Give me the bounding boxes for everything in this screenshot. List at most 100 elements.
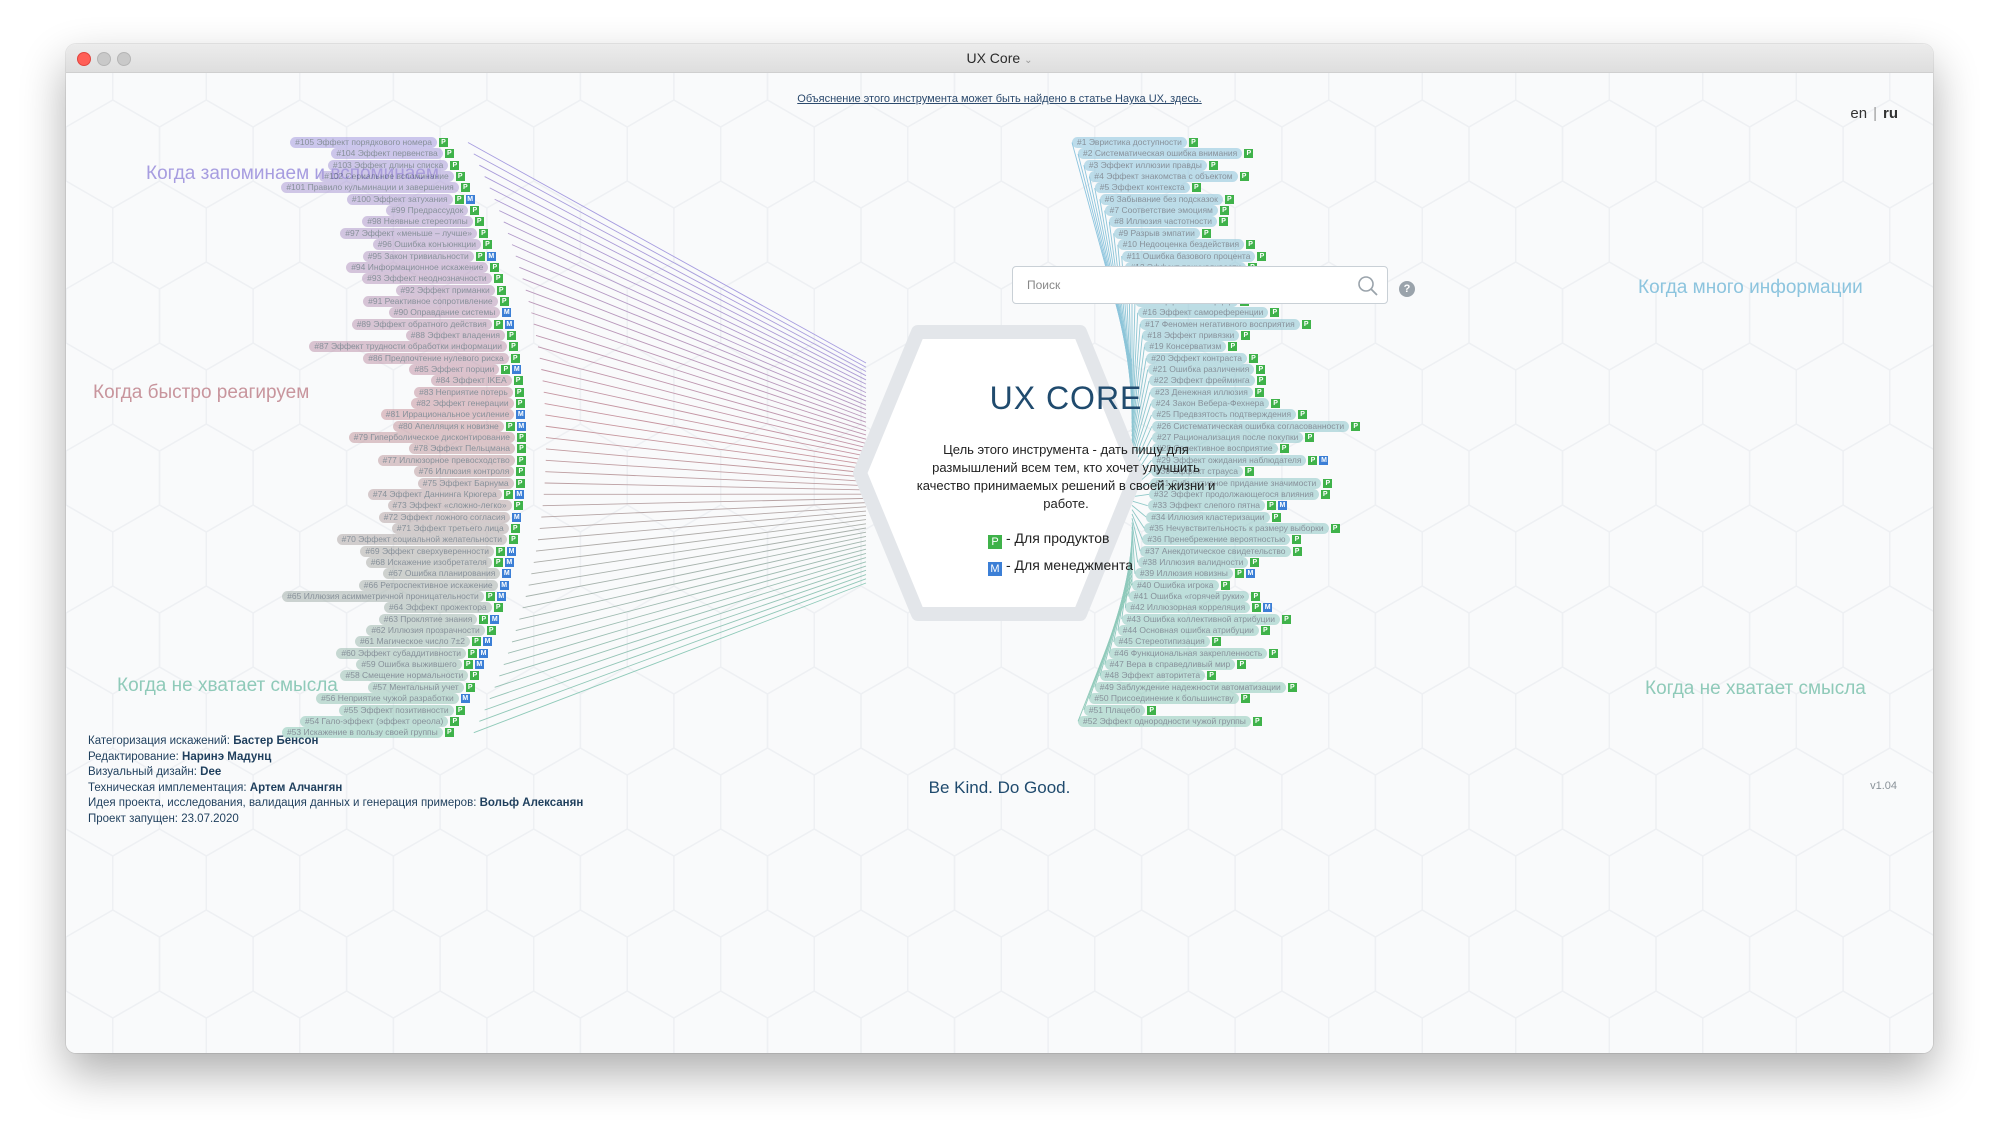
article-link[interactable]: Объяснение этого инструмента может быть … [797, 93, 1202, 105]
maximize-window-button[interactable] [117, 52, 131, 66]
bias-item[interactable]: #65 Иллюзия асимметричной проницательнос… [282, 591, 506, 602]
search-input[interactable] [1025, 277, 1349, 293]
search-icon[interactable] [1357, 275, 1379, 297]
bias-item[interactable]: #54 Гало-эффект (эффект ореола)P [300, 715, 460, 727]
bias-item[interactable]: #73 Эффект «сложно-легко»P [387, 500, 523, 512]
bias-item[interactable]: #41 Ошибка «горячей руки»P [1128, 591, 1261, 602]
lang-ru-link[interactable]: ru [1883, 105, 1898, 122]
bias-item[interactable]: #87 Эффект трудности обработки информаци… [309, 341, 518, 353]
help-icon[interactable]: ? [1399, 281, 1415, 297]
close-window-button[interactable] [77, 52, 91, 66]
bias-item[interactable]: #97 Эффект «меньше – лучше»P [340, 227, 488, 239]
minimize-window-button[interactable] [97, 52, 111, 66]
lang-en-link[interactable]: en [1850, 105, 1868, 122]
bias-item[interactable]: #26 Систематическая ошибка согласованнос… [1151, 420, 1361, 432]
bias-item[interactable]: #49 Заблуждение надежности автоматизации… [1094, 681, 1297, 693]
